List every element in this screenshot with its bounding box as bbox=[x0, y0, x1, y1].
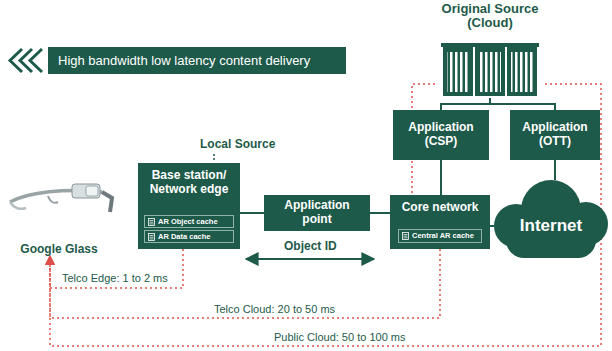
node-text: Google Glass bbox=[4, 242, 114, 256]
glasses-illustration bbox=[4, 168, 114, 230]
node-text: Core network bbox=[402, 201, 479, 215]
cache-box: Central AR cache bbox=[398, 229, 482, 243]
cache-icon bbox=[402, 232, 409, 240]
node-text: Central AR cache bbox=[412, 230, 478, 241]
network-box: Base station/ Network edge AR Object cach… bbox=[138, 163, 240, 249]
node-text: Application (OTT) bbox=[515, 121, 595, 149]
cloud-node: Internet bbox=[494, 180, 608, 262]
node-text: Base station/ Network edge bbox=[143, 169, 235, 197]
source-icon: Original Source (Cloud) bbox=[435, 2, 545, 98]
network-box: Core networkCentral AR cache bbox=[390, 195, 490, 249]
node-text: Application (CSP) bbox=[398, 121, 484, 149]
object-id-arrow bbox=[246, 258, 374, 260]
network-link bbox=[440, 160, 442, 195]
latency-path bbox=[50, 249, 440, 318]
node-text: Original Source (Cloud) bbox=[435, 2, 545, 31]
title-text: High bandwidth low latency content deliv… bbox=[58, 47, 310, 74]
network-link bbox=[240, 212, 264, 214]
application-box: Application (CSP) bbox=[393, 110, 489, 160]
cache-icon bbox=[148, 233, 155, 241]
latency-label: Telco Edge: 1 to 2 ms bbox=[60, 272, 170, 285]
server-icon bbox=[435, 42, 545, 98]
cache-box: AR Object cache bbox=[144, 215, 234, 228]
cache-box: AR Data cache bbox=[144, 230, 234, 243]
process-box: Application point bbox=[264, 195, 370, 231]
network-link bbox=[490, 225, 494, 227]
node-text: Internet bbox=[520, 216, 582, 236]
free-label: Local Source bbox=[198, 138, 277, 151]
node-text: AR Object cache bbox=[158, 216, 230, 227]
leader-line bbox=[213, 154, 215, 161]
latency-label: Telco Cloud: 20 to 50 ms bbox=[212, 303, 337, 316]
latency-path bbox=[50, 84, 601, 346]
free-label: Object ID bbox=[282, 240, 339, 253]
network-link bbox=[441, 98, 490, 110]
network-link bbox=[554, 160, 556, 180]
device-figure: Google Glass bbox=[4, 168, 114, 256]
title-chevrons bbox=[10, 49, 42, 72]
network-link bbox=[490, 98, 555, 110]
latency-label: Public Cloud: 50 to 100 ms bbox=[272, 331, 407, 344]
cache-icon bbox=[148, 218, 155, 226]
application-box: Application (OTT) bbox=[510, 110, 600, 160]
node-text: AR Data cache bbox=[158, 231, 230, 242]
node-text: Application point bbox=[269, 199, 365, 227]
network-link bbox=[370, 212, 390, 214]
title-band bbox=[48, 47, 346, 74]
